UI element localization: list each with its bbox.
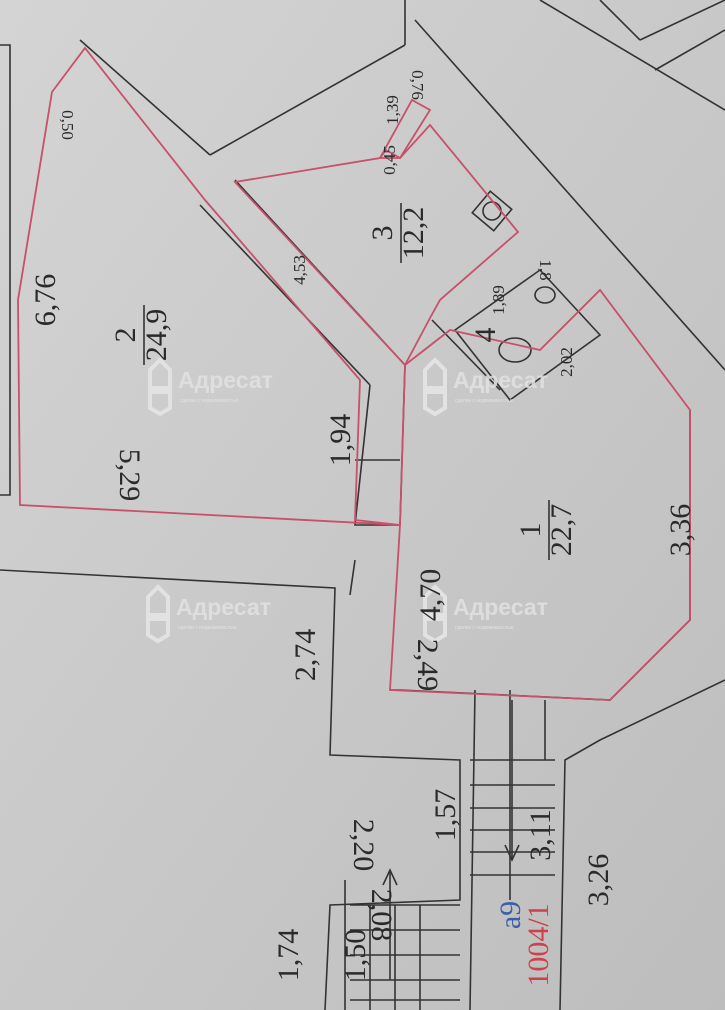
watermark-brand: Адресат — [453, 367, 548, 393]
dim-4-70: 4,70 — [414, 569, 447, 622]
watermark-tagline: сделки с недвижимостью — [180, 398, 239, 404]
watermark-brand: Адресат — [178, 367, 273, 393]
bathroom-fixture-block — [453, 268, 602, 402]
sink-fixture — [471, 190, 513, 232]
dim-1-74: 1,74 — [272, 929, 305, 982]
dim-0-76: 0,76 — [408, 70, 427, 100]
room-2-number: 2 — [109, 328, 142, 343]
room-outlines — [17, 46, 691, 701]
plan-annotations: а9 1004/1 — [494, 901, 555, 987]
room-4-number: 4 — [469, 328, 502, 343]
dim-5-29: 5,29 — [113, 449, 146, 502]
room-3-label: 3 12,2 — [366, 203, 430, 263]
dim-2-20: 2,20 — [347, 819, 380, 872]
dimension-labels: 0,50 0,76 1,39 0,45 6,76 4,53 1,94 5,29 … — [29, 70, 697, 981]
watermarks: Адресат сделки с недвижимостью Адресат сде… — [146, 357, 548, 644]
room-3-area: 12,2 — [397, 207, 430, 260]
dim-1-39: 1,39 — [383, 95, 402, 125]
room-labels: 2 24,9 3 12,2 1 22,7 4 — [109, 203, 578, 560]
inventory-number: 1004/1 — [522, 903, 555, 986]
dim-1-89: 1,89 — [489, 285, 508, 315]
room-2-outline — [17, 46, 401, 526]
dim-3-26: 3,26 — [582, 854, 615, 907]
watermark-tagline: сделки с недвижимостью — [455, 625, 514, 631]
dim-2-08: 2,08 — [365, 889, 398, 942]
dim-3-36: 3,36 — [664, 504, 697, 557]
room-2-label: 2 24,9 — [109, 305, 173, 365]
dim-2-49: 2,49 — [411, 639, 444, 692]
watermark-tagline: сделки с недвижимостью — [455, 398, 514, 404]
room-1-number: 1 — [514, 523, 547, 538]
room-2-area: 24,9 — [140, 309, 173, 362]
dim-1-50: 1,50 — [339, 929, 372, 982]
room-3-number: 3 — [366, 226, 399, 241]
dim-2-02: 2,02 — [557, 347, 576, 377]
room-1-area: 22,7 — [545, 504, 578, 557]
dim-0-50: 0,50 — [58, 110, 77, 140]
dim-1-57: 1,57 — [429, 789, 462, 842]
dim-3-11: 3,11 — [524, 809, 557, 860]
dim-6-76: 6,76 — [29, 274, 62, 327]
watermark-tagline: сделки с недвижимостью — [178, 625, 237, 631]
dim-4-53: 4,53 — [290, 255, 309, 285]
dim-1-94: 1,94 — [324, 414, 357, 467]
watermark-brand: Адресат — [453, 594, 548, 620]
dim-2-74: 2,74 — [289, 629, 322, 682]
watermark-brand: Адресат — [176, 594, 271, 620]
letter-label: а9 — [494, 901, 527, 929]
dim-0-45: 0,45 — [380, 145, 399, 175]
room-1-outline — [389, 288, 691, 701]
toilet-fixture — [498, 337, 532, 363]
dim-1-8: 1,8 — [536, 259, 555, 280]
room-1-label: 1 22,7 — [514, 500, 578, 560]
